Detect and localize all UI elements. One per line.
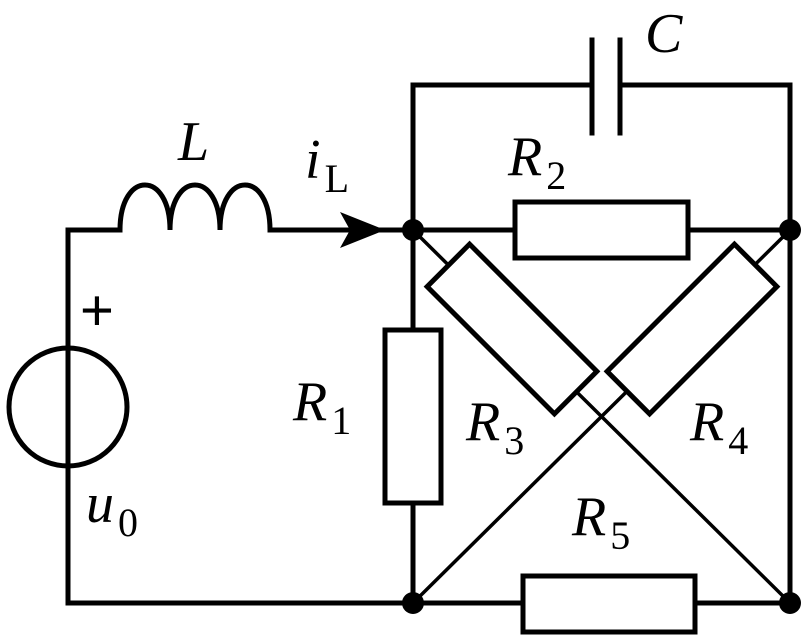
label-plus: +	[80, 278, 114, 343]
wire-left-bottom	[65, 463, 416, 606]
node-top-right	[779, 219, 801, 241]
label-C: C	[645, 3, 683, 65]
wire-capacitor-left	[410, 82, 595, 233]
label-L: L	[177, 111, 209, 173]
node-top-left	[402, 219, 424, 241]
resistor-R2	[512, 199, 691, 261]
current-arrow-iL	[340, 212, 385, 248]
wire-capacitor-right	[617, 82, 793, 233]
node-bottom-right	[779, 592, 801, 614]
wire-left-top	[65, 227, 123, 351]
resistor-R4	[603, 240, 781, 418]
inductor-L	[117, 182, 273, 233]
resistor-R1	[382, 327, 444, 506]
resistor-R5	[520, 573, 698, 635]
node-bottom-left	[402, 592, 424, 614]
resistor-R3	[423, 240, 601, 418]
